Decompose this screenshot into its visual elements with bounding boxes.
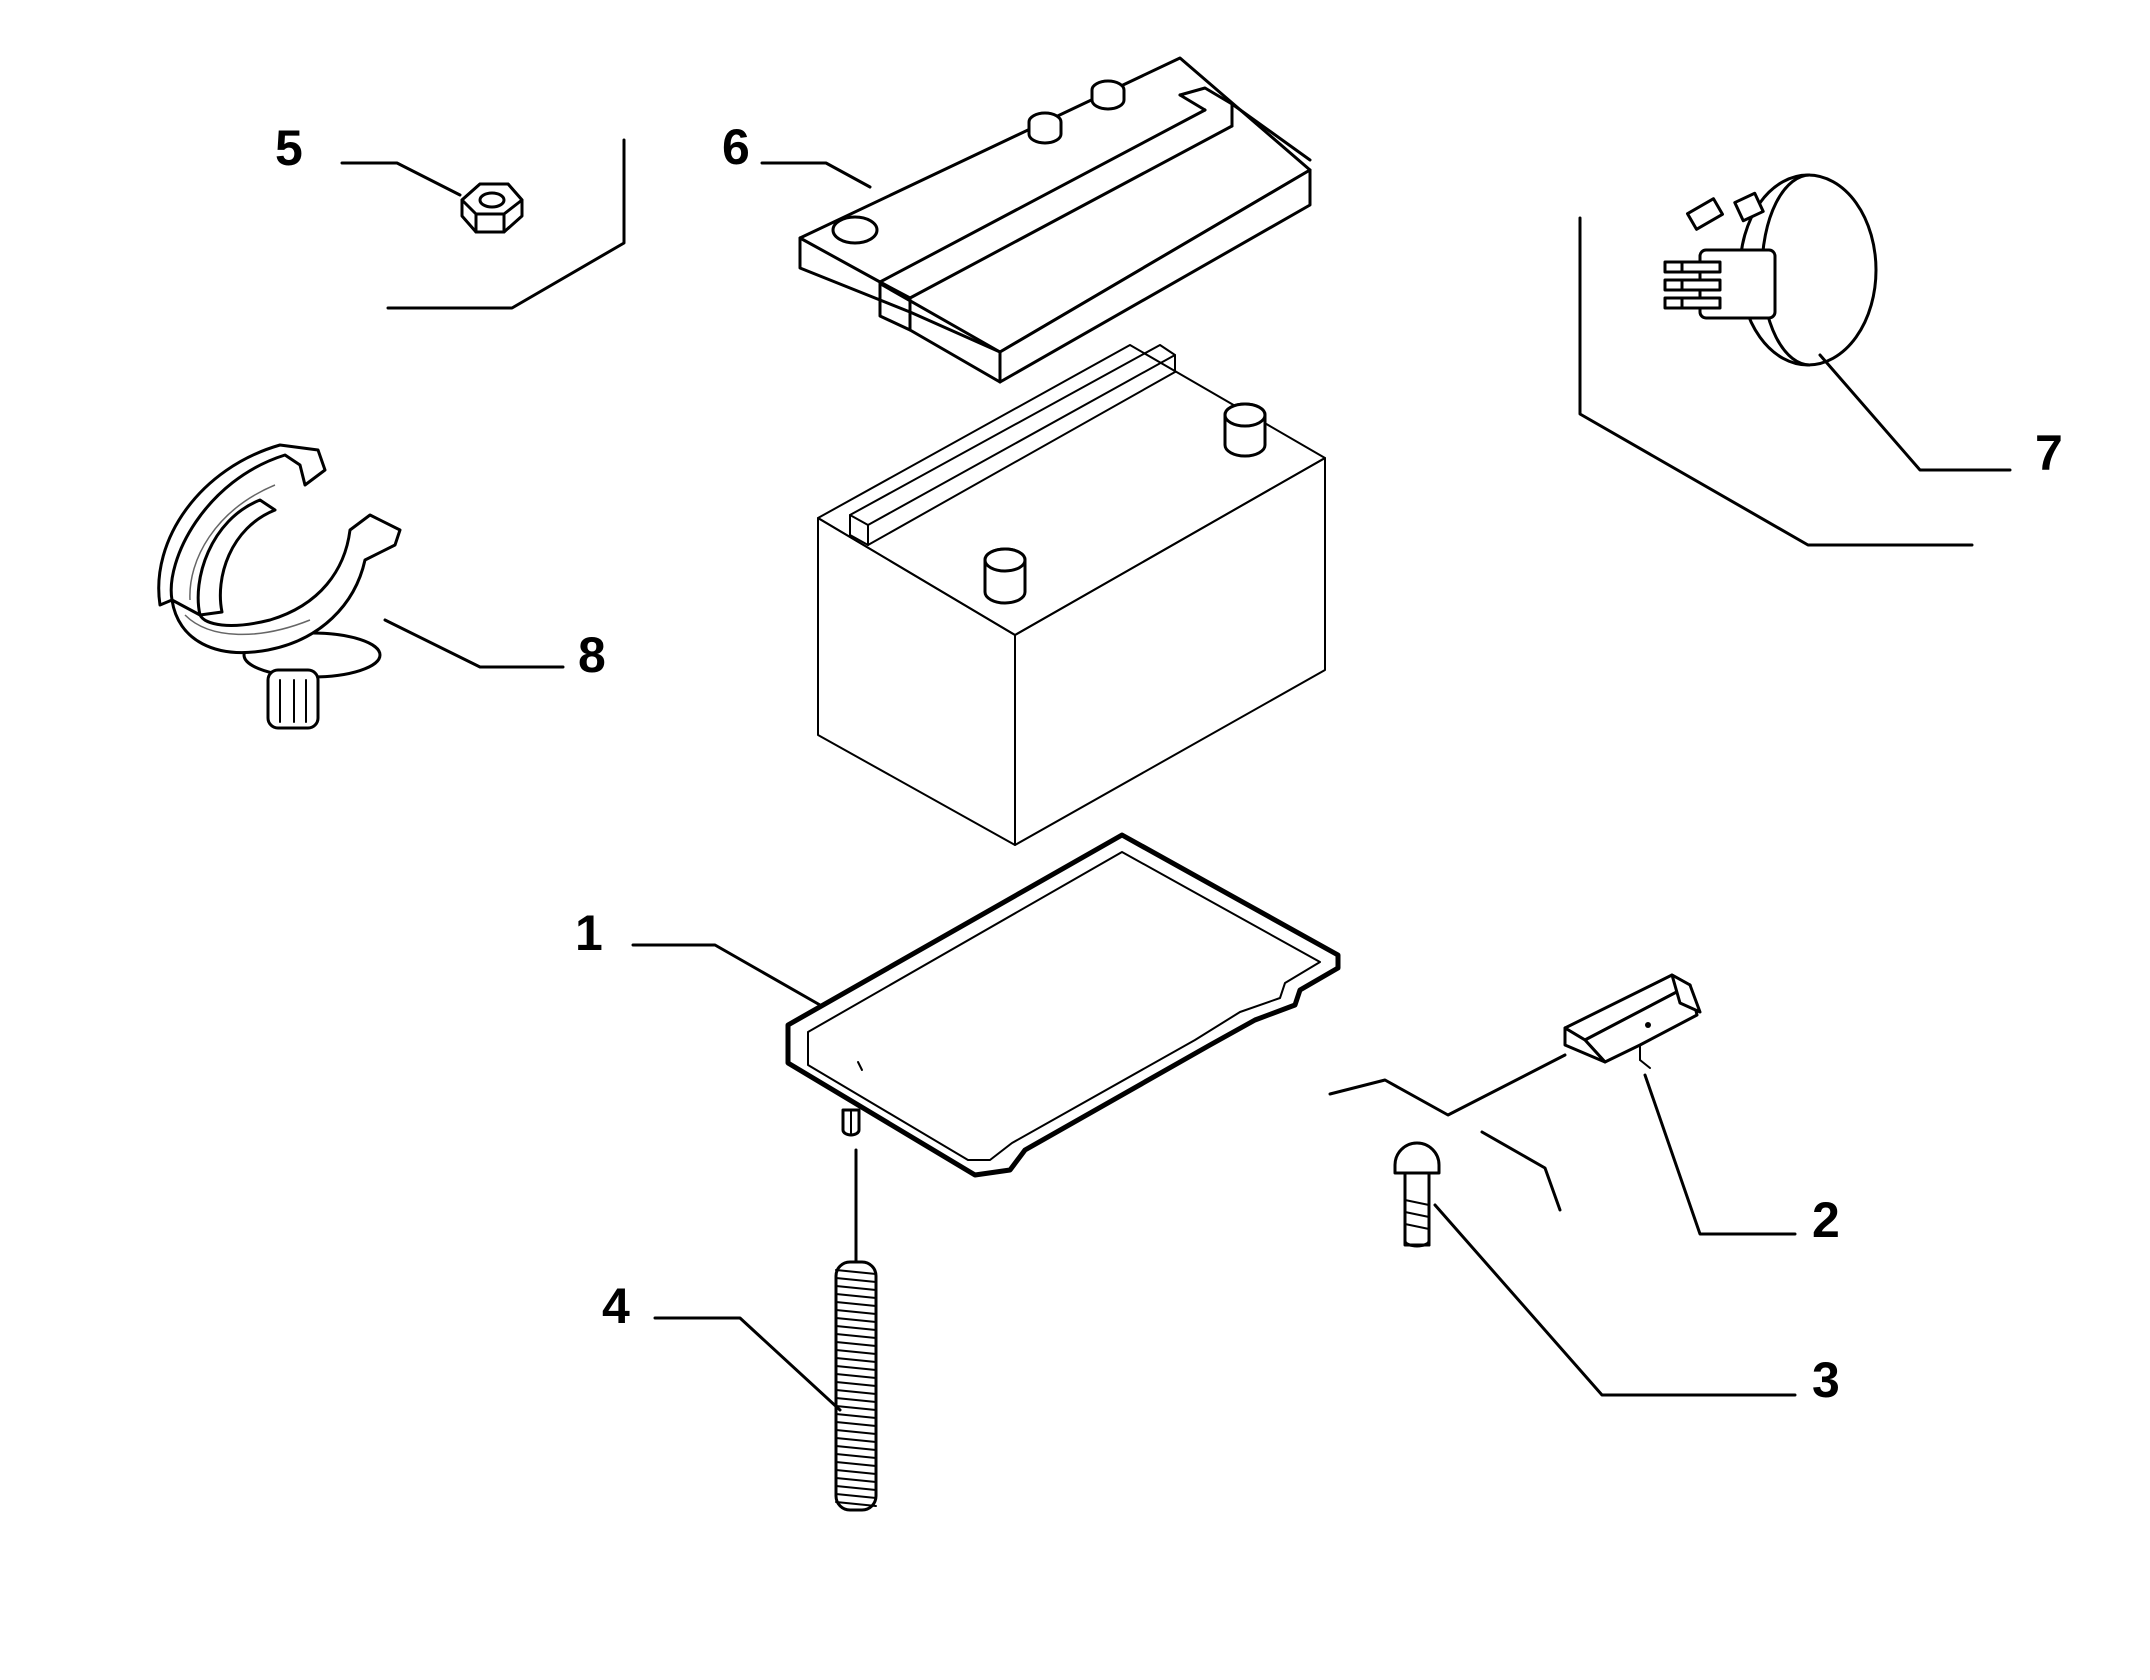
battery-icon [817,344,1326,846]
label-2: 2 [1812,1192,1840,1248]
outline-segments [386,138,1974,1212]
hex-nut-icon [460,182,524,234]
label-3: 3 [1812,1352,1840,1408]
battery-cover-icon [798,56,1312,384]
connector-plug-icon [1663,173,1878,367]
label-5: 5 [275,120,303,176]
clamp-bracket-icon [1563,973,1702,1069]
part-labels: 1 2 3 4 5 6 7 8 [275,119,2063,1408]
label-7: 7 [2035,425,2063,481]
label-1: 1 [575,905,603,961]
label-6: 6 [722,119,750,175]
label-4: 4 [602,1278,630,1334]
cable-clip-icon [157,443,402,730]
bolt-icon [1393,1141,1441,1248]
leader-lines [340,161,2012,1412]
threaded-stud-icon [834,1260,878,1512]
label-8: 8 [578,627,606,683]
battery-tray-icon [785,832,1341,1178]
